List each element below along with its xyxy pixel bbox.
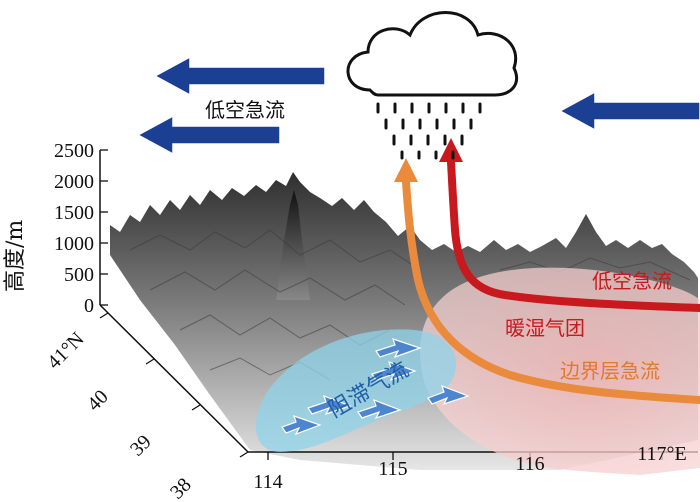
terrain-main-peak — [276, 190, 310, 300]
low-level-jet-stream — [447, 158, 700, 312]
boundary-layer-jet-arrowhead — [394, 158, 418, 182]
lat-tick-label: 41°N — [43, 328, 89, 374]
wind-arrow-icon — [136, 114, 281, 156]
lon-tick-label: 116 — [515, 453, 544, 475]
warm-moist-air-mass — [420, 267, 700, 475]
lon-tick-label: 114 — [253, 471, 282, 493]
z-tick-label: 0 — [84, 295, 94, 317]
lon-tick-label: 117°E — [637, 443, 686, 465]
lat-axis-line — [99, 304, 249, 453]
lon-axis-tick-labels: 114 115 116 117°E — [253, 443, 686, 493]
z-axis-label: 高度/m — [3, 220, 28, 292]
warm-moist-air-label: 暖湿气团 — [505, 316, 585, 340]
wind-arrow-icon — [558, 90, 700, 132]
z-axis-tick-labels: 2500 2000 1500 1000 500 0 — [54, 140, 94, 317]
lon-tick-label: 115 — [378, 458, 407, 480]
blocked-arrow-3 — [427, 384, 470, 406]
blocked-arrow-1 — [375, 338, 422, 359]
z-tick-label: 500 — [64, 264, 94, 286]
z-tick-label: 1000 — [54, 233, 94, 255]
cloud-icon — [346, 11, 519, 97]
z-tick-label: 2500 — [54, 140, 94, 162]
blocked-arrow-2 — [371, 361, 417, 382]
z-tick-label: 1500 — [54, 202, 94, 224]
lower-jet-label: 低空急流 — [592, 269, 672, 293]
lat-tick-label: 40 — [83, 386, 113, 416]
lat-axis-tick-labels: 41°N 40 39 38 — [43, 328, 196, 502]
boundary-layer-jet-stream — [402, 178, 700, 404]
lat-axis-ticks — [99, 312, 249, 458]
lat-tick-label: 39 — [126, 431, 156, 461]
lat-tick-label: 38 — [166, 474, 196, 502]
blocked-arrow-4 — [307, 394, 352, 416]
z-tick-label: 2000 — [54, 171, 94, 193]
upper-jet-label: 低空急流 — [205, 98, 285, 122]
terrain-ridges — [129, 229, 691, 381]
z-axis-ticks — [100, 149, 108, 306]
boundary-jet-label: 边界层急流 — [560, 359, 660, 383]
wind-arrow-icon — [153, 55, 326, 97]
low-level-jet-arrowhead — [439, 138, 463, 162]
wind-arrow-group — [136, 55, 700, 156]
blocked-flow-arrows — [281, 338, 470, 436]
rain-icon — [376, 102, 482, 160]
blocked-arrow-5 — [357, 398, 402, 420]
blocked-arrow-6 — [281, 415, 322, 436]
